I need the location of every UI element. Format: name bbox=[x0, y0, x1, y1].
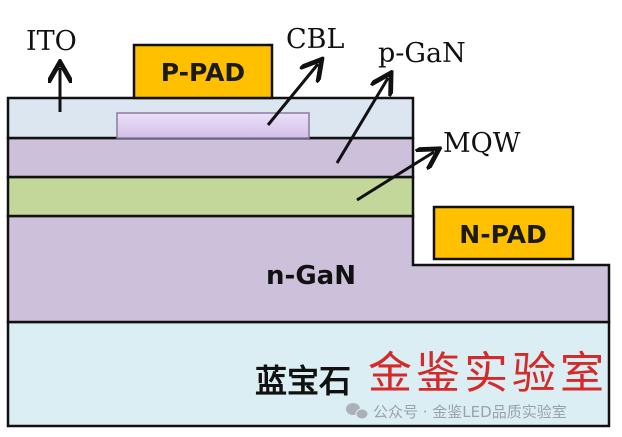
ito-label: ITO bbox=[26, 26, 77, 57]
p-pad bbox=[132, 43, 274, 100]
n-gan-label: n-GaN bbox=[266, 261, 356, 291]
p-gan-layer bbox=[6, 136, 415, 179]
p-gan-arrow bbox=[335, 78, 388, 164]
n-pad-label: N-PAD bbox=[459, 220, 546, 249]
watermark-footer-text: 公众号 · 金鉴LED品质实验室 bbox=[373, 403, 567, 421]
wechat-icon bbox=[346, 403, 369, 420]
mqw-arrow bbox=[356, 152, 434, 202]
sapphire-layer bbox=[6, 320, 611, 428]
n-pad bbox=[432, 205, 575, 261]
p-gan-label: p-GaN bbox=[378, 38, 466, 69]
mqw-layer bbox=[6, 175, 415, 218]
sapphire-label: 蓝宝石 bbox=[255, 362, 351, 400]
cbl-layer bbox=[116, 112, 310, 139]
mqw-label: MQW bbox=[443, 128, 521, 159]
cbl-label: CBL bbox=[286, 24, 345, 55]
cbl-arrow bbox=[266, 64, 318, 126]
p-pad-label: P-PAD bbox=[161, 58, 245, 87]
watermark-red-text: 金鉴实验室 bbox=[368, 348, 608, 399]
